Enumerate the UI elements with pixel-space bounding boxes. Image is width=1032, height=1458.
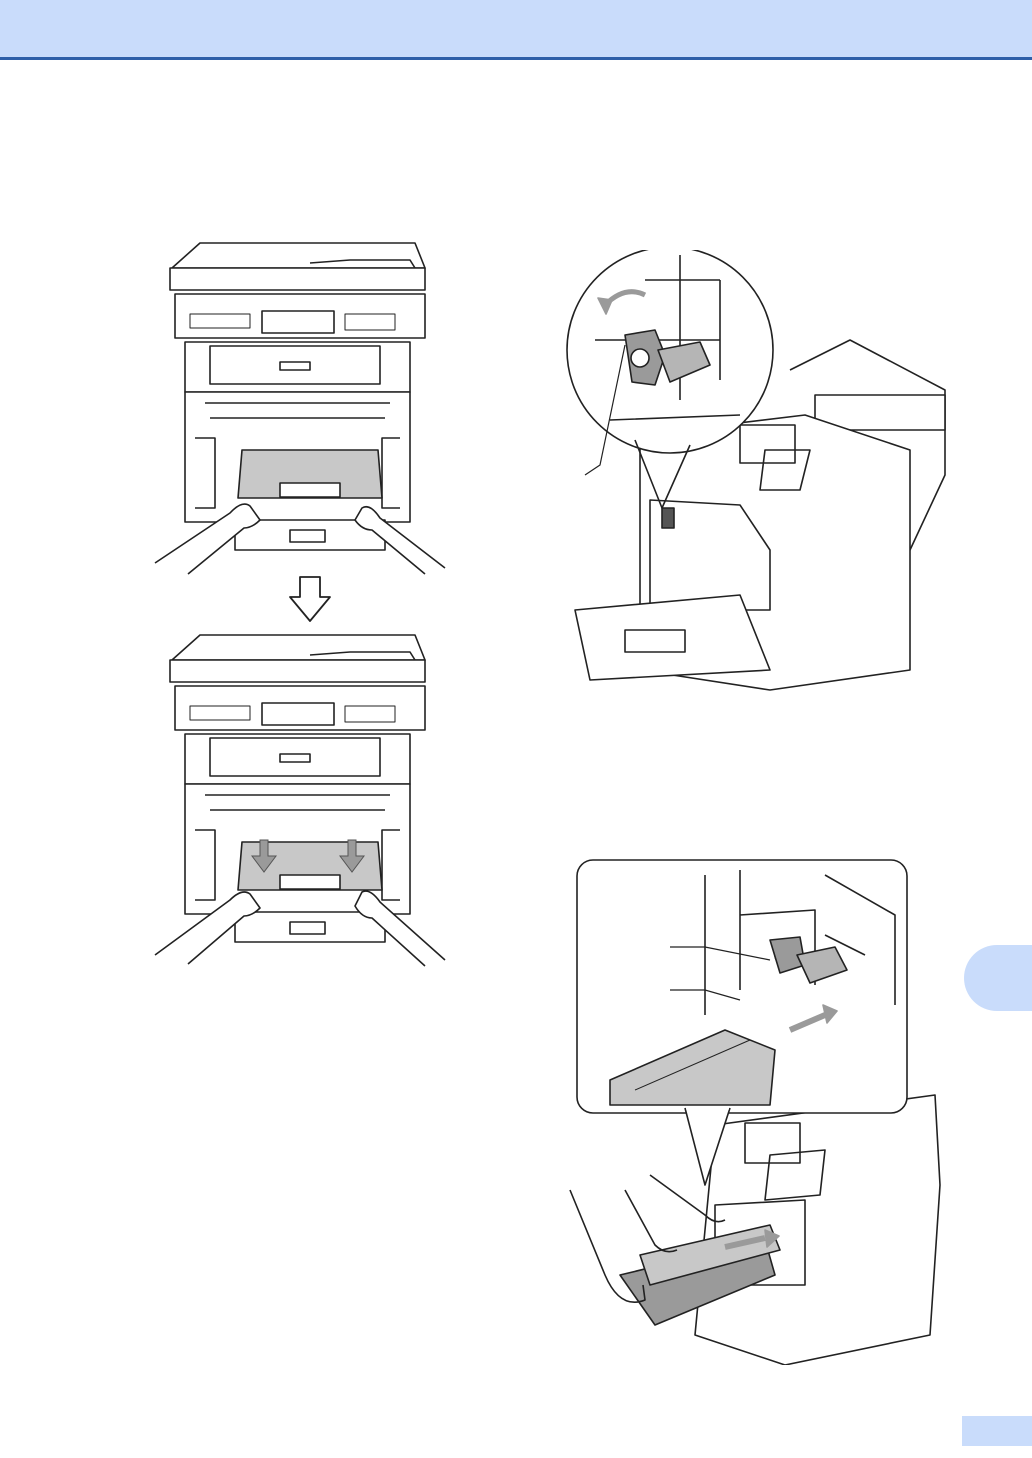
- drum-insert-callout-illustration: [565, 855, 945, 1365]
- chapter-tab: [964, 945, 1032, 1011]
- header-band: [0, 0, 1032, 60]
- printer-front-belt-hands-illustration: [150, 238, 450, 578]
- down-arrow-icon: [288, 575, 332, 623]
- page-number-tab: [962, 1416, 1032, 1446]
- lock-lever-callout-illustration: [540, 250, 950, 710]
- printer-front-belt-insert-illustration: [150, 630, 450, 970]
